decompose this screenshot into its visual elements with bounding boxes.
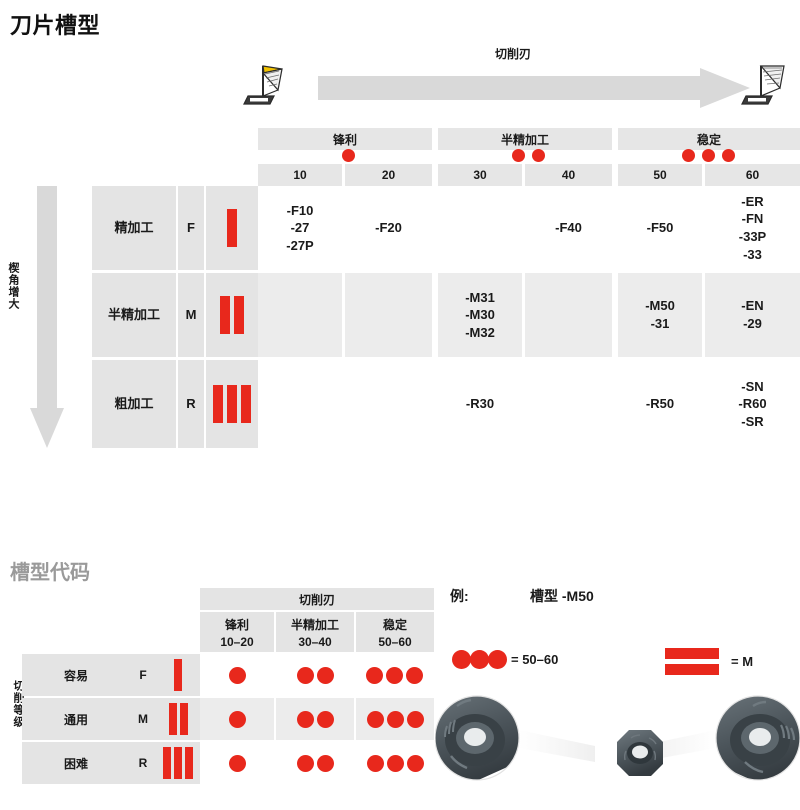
matrix-cell-m-60: -EN -29 xyxy=(705,273,800,357)
scale-number-40: 40 xyxy=(525,164,612,186)
code-cell-r-stable xyxy=(356,742,434,784)
legend-bar xyxy=(665,664,719,675)
matrix-cell-m-10 xyxy=(258,273,342,357)
matrix-cell-r-60: -SN -R60 -SR xyxy=(705,360,800,448)
band-dot xyxy=(342,149,355,162)
matrix-cell-m-20 xyxy=(345,273,432,357)
code-col-header-semifinish: 半精加工 30–40 xyxy=(276,612,354,652)
matrix-cell-f-20: -F20 xyxy=(345,186,432,270)
band-dot xyxy=(532,149,545,162)
matrix-cell-r-30: -R30 xyxy=(438,360,522,448)
matrix-cell-r-50: -R50 xyxy=(618,360,702,448)
matrix-cell-m-30: -M31 -M30 -M32 xyxy=(438,273,522,357)
matrix-cell-f-40: -F40 xyxy=(525,186,612,270)
band-label-stable: 稳定 xyxy=(618,128,800,150)
band-dot xyxy=(702,149,715,162)
down-arrow-icon xyxy=(30,186,64,448)
code-row-name-m: 通用 xyxy=(22,698,130,740)
edge-scale-numbers: 10 20 30 40 50 60 xyxy=(258,164,800,186)
code-cell-f-semifinish xyxy=(276,654,354,696)
insert-geometry-matrix: 精加工 F -F10 -27 -27P -F20 -F40 -F50 -ER -… xyxy=(92,186,800,448)
band-label-sharp: 锋利 xyxy=(258,128,432,150)
matrix-row-bars-m xyxy=(206,273,258,357)
legend-dot xyxy=(452,650,471,669)
code-cell-m-stable xyxy=(356,698,434,740)
legend-bars-text: = M xyxy=(731,654,754,669)
matrix-cell-m-40 xyxy=(525,273,612,357)
right-arrow-icon xyxy=(318,68,750,108)
legend-dot xyxy=(488,650,507,669)
code-cell-r-semifinish xyxy=(276,742,354,784)
matrix-cell-r-40 xyxy=(525,360,612,448)
matrix-cell-f-60: -ER -FN -33P -33 xyxy=(705,186,800,270)
band-label-semifinish: 半精加工 xyxy=(438,128,612,150)
code-col-header-sharp: 锋利 10–20 xyxy=(200,612,274,652)
code-cell-m-sharp xyxy=(200,698,274,740)
matrix-row-name-f: 精加工 xyxy=(92,186,176,270)
matrix-row-name-r: 粗加工 xyxy=(92,360,176,448)
matrix-cell-f-50: -F50 xyxy=(618,186,702,270)
code-cell-f-sharp xyxy=(200,654,274,696)
edge-band-dots xyxy=(258,148,800,164)
code-col-label-semifinish: 半精加工 xyxy=(290,617,339,632)
code-col-range-sharp: 10–20 xyxy=(220,634,254,649)
matrix-row-letter-f: F xyxy=(178,186,204,270)
code-col-label-stable: 稳定 xyxy=(382,617,407,632)
scale-number-30: 30 xyxy=(438,164,522,186)
example-value: 槽型 -M50 xyxy=(530,588,594,604)
code-section-title: 槽型代码 xyxy=(10,562,90,584)
matrix-row-bars-f xyxy=(206,186,258,270)
code-row-name-r: 困难 xyxy=(22,742,130,784)
matrix-row-letter-m: M xyxy=(178,273,204,357)
code-row-bars-m xyxy=(156,698,200,740)
legend-dots: = 50–60 xyxy=(452,650,558,669)
matrix-cell-r-10 xyxy=(258,360,342,448)
code-col-label-sharp: 锋利 xyxy=(224,617,249,632)
scale-number-20: 20 xyxy=(345,164,432,186)
scale-number-60: 60 xyxy=(705,164,800,186)
legend-dot xyxy=(470,650,489,669)
edge-band-names: 锋利 半精加工 稳定 xyxy=(258,128,800,150)
code-row-letter-f: F xyxy=(130,654,156,696)
code-row-bars-r xyxy=(156,742,200,784)
matrix-cell-r-20 xyxy=(345,360,432,448)
matrix-cell-f-30 xyxy=(438,186,522,270)
matrix-row-name-m: 半精加工 xyxy=(92,273,176,357)
band-dot xyxy=(682,149,695,162)
wedge-angle-label: 楔角增大 xyxy=(7,262,19,310)
groove-code-table: 切削刃 锋利 10–20 半精加工 30–40 稳定 50–60 容易 F 通用… xyxy=(22,588,434,784)
code-row-name-f: 容易 xyxy=(22,654,130,696)
example-label: 例: xyxy=(450,588,469,604)
code-header-group: 切削刃 xyxy=(200,588,434,610)
insert-sharp-edge-icon xyxy=(238,60,294,110)
cutting-grade-axis-label: 切削等级 xyxy=(12,680,24,728)
matrix-row-bars-r xyxy=(206,360,258,448)
code-cell-f-stable xyxy=(356,654,434,696)
legend-dots-text: = 50–60 xyxy=(511,652,559,667)
code-col-range-stable: 50–60 xyxy=(378,634,412,649)
code-row-bars-f xyxy=(156,654,200,696)
code-row-letter-m: M xyxy=(130,698,156,740)
code-cell-m-semifinish xyxy=(276,698,354,740)
cutting-edge-label: 切削刃 xyxy=(494,47,531,61)
insert-stable-edge-icon xyxy=(740,60,796,110)
band-dot xyxy=(722,149,735,162)
scale-number-10: 10 xyxy=(258,164,342,186)
code-col-range-semifinish: 30–40 xyxy=(298,634,332,649)
code-col-header-stable: 稳定 50–60 xyxy=(356,612,434,652)
scale-number-50: 50 xyxy=(618,164,702,186)
code-row-letter-r: R xyxy=(130,742,156,784)
legend-bars: = M xyxy=(665,648,753,675)
milling-inserts-photo-icon xyxy=(434,690,800,800)
band-dot xyxy=(512,149,525,162)
matrix-cell-f-10: -F10 -27 -27P xyxy=(258,186,342,270)
code-cell-r-sharp xyxy=(200,742,274,784)
matrix-row-letter-r: R xyxy=(178,360,204,448)
page-title: 刀片槽型 xyxy=(10,13,101,38)
matrix-cell-m-50: -M50 -31 xyxy=(618,273,702,357)
legend-bar xyxy=(665,648,719,659)
